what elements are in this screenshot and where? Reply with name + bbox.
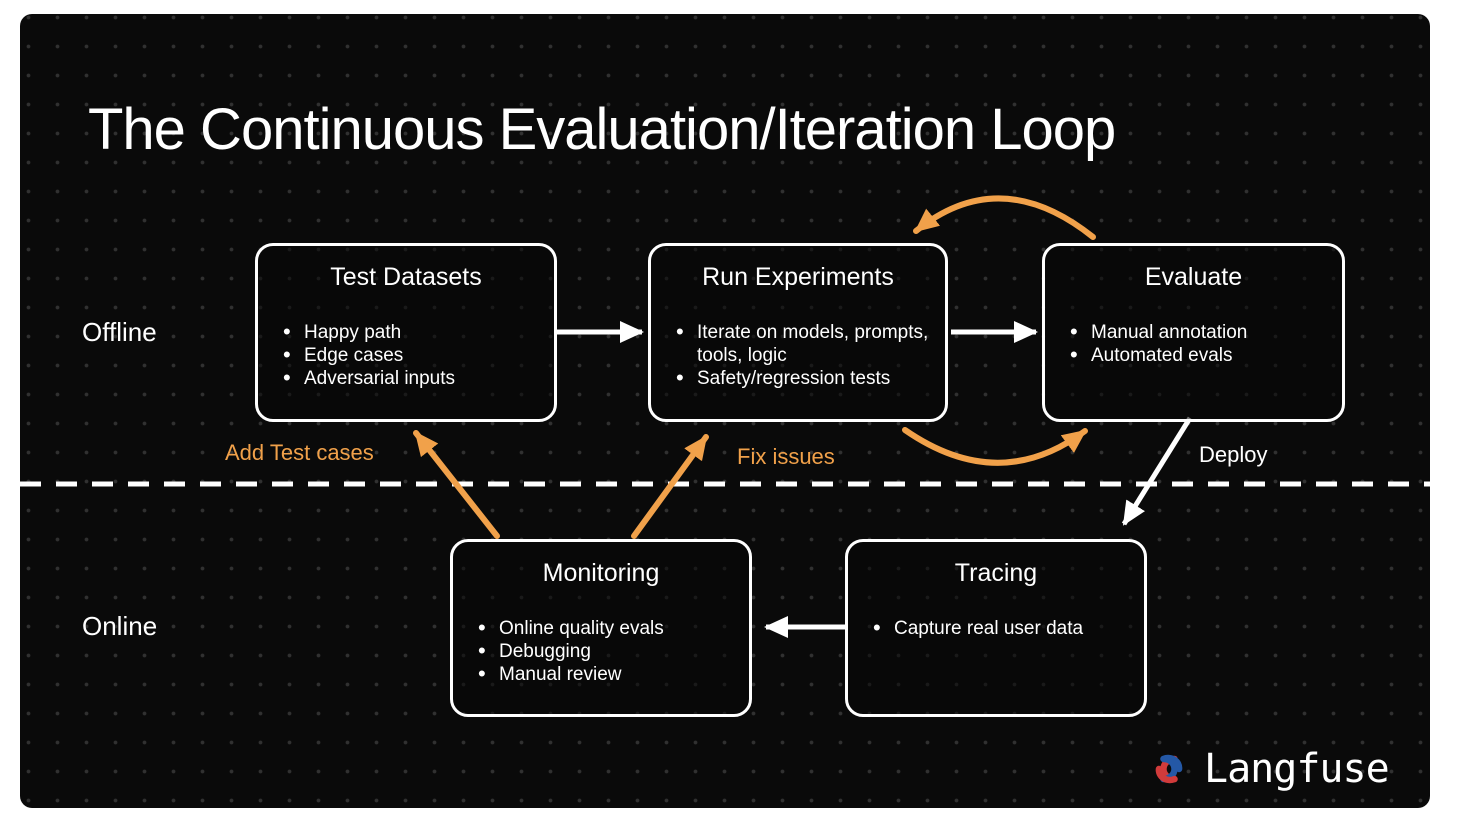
- diagram-title: The Continuous Evaluation/Iteration Loop: [88, 97, 1116, 162]
- node-evaluate: Evaluate Manual annotation Automated eva…: [1042, 243, 1345, 422]
- edge-label-fix-issues: Fix issues: [737, 444, 835, 469]
- online-section-label: Online: [82, 611, 158, 641]
- node-bullets-tracing: Capture real user data: [848, 616, 1144, 640]
- bullet-item: Manual review: [478, 662, 741, 686]
- offline-section-label: Offline: [82, 317, 157, 347]
- node-monitoring: Monitoring Online quality evals Debuggin…: [450, 539, 752, 717]
- bullet-item: Edge cases: [283, 343, 546, 367]
- bullet-item: Manual annotation: [1070, 320, 1334, 344]
- node-bullets-evaluate: Manual annotation Automated evals: [1045, 320, 1342, 367]
- bullet-item: Automated evals: [1070, 343, 1334, 367]
- node-tracing: Tracing Capture real user data: [845, 539, 1147, 717]
- node-title-monitoring: Monitoring: [542, 559, 660, 587]
- langfuse-logo-icon: [1155, 754, 1183, 784]
- bullet-item: Iterate on models, prompts, tools, logic: [676, 320, 937, 367]
- bullet-item: Happy path: [283, 320, 546, 344]
- slide-canvas: The Continuous Evaluation/Iteration Loop…: [20, 14, 1430, 808]
- node-run-experiments: Run Experiments Iterate on models, promp…: [648, 243, 948, 422]
- langfuse-logo: Langfuse: [1146, 746, 1390, 792]
- node-title-run-experiments: Run Experiments: [702, 263, 894, 291]
- langfuse-logo-text: Langfuse: [1204, 746, 1390, 792]
- edge-label-add-test-cases: Add Test cases: [225, 440, 374, 465]
- node-title-tracing: Tracing: [954, 559, 1038, 587]
- arrow-loop-evaluate-to-run-experiments: [913, 195, 1096, 240]
- arrow-monitoring-to-test-datasets: [413, 430, 500, 539]
- node-bullets-test-datasets: Happy path Edge cases Adversarial inputs: [258, 320, 554, 390]
- node-test-datasets: Test Datasets Happy path Edge cases Adve…: [255, 243, 557, 422]
- edge-label-deploy: Deploy: [1199, 442, 1268, 467]
- bullet-item: Capture real user data: [873, 616, 1136, 640]
- arrow-evaluate-to-tracing-deploy: [1121, 416, 1193, 526]
- arrow-loop-run-experiments-to-evaluate: [902, 427, 1088, 466]
- bullet-item: Debugging: [478, 639, 741, 663]
- arrow-monitoring-to-run-experiments: [631, 434, 709, 539]
- node-title-evaluate: Evaluate: [1144, 263, 1243, 291]
- node-bullets-monitoring: Online quality evals Debugging Manual re…: [453, 616, 749, 686]
- node-bullets-run-experiments: Iterate on models, prompts, tools, logic…: [651, 320, 945, 390]
- bullet-item: Online quality evals: [478, 616, 741, 640]
- bullet-item: Safety/regression tests: [676, 366, 937, 390]
- arrow-layer: [20, 195, 1430, 638]
- bullet-item: Adversarial inputs: [283, 366, 546, 390]
- node-title-test-datasets: Test Datasets: [330, 263, 482, 291]
